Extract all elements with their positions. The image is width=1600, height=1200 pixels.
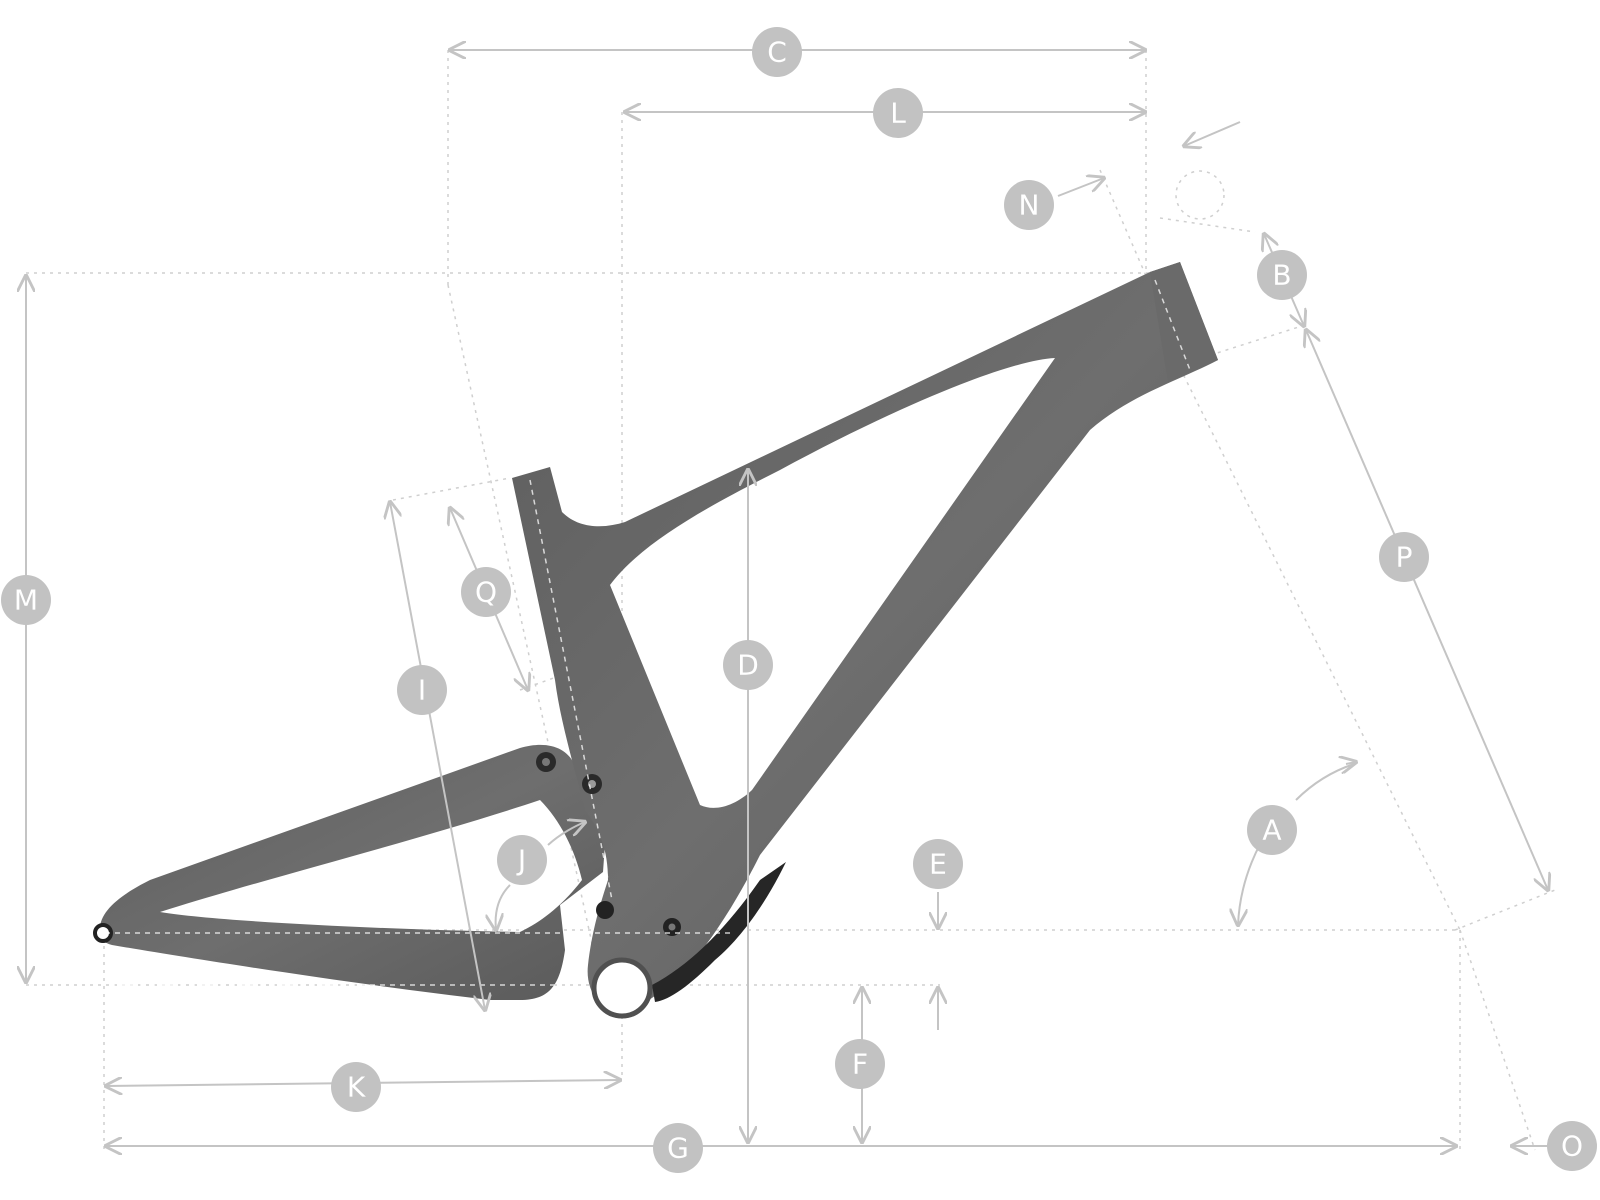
pivot-lower (596, 901, 614, 919)
badge-b-label: B (1272, 259, 1291, 292)
badge-g-label: G (667, 1132, 689, 1165)
badge-n: N (1004, 180, 1054, 230)
badge-j-label: J (516, 844, 526, 877)
badge-i: I (397, 665, 447, 715)
pivot-main-bolt (668, 923, 676, 931)
head-tube (1150, 262, 1218, 382)
badge-b: B (1257, 250, 1307, 300)
dimension-lines (26, 50, 1548, 1146)
badge-o-label: O (1561, 1130, 1583, 1163)
badge-f-label: F (852, 1048, 868, 1081)
badge-e-label: E (929, 848, 947, 881)
dim-i (390, 502, 485, 1010)
dim-j (496, 822, 585, 930)
pivot-upper-bolt (542, 758, 550, 766)
dim-n (1057, 178, 1104, 197)
rear-axle (93, 923, 113, 943)
badge-d-label: D (737, 649, 759, 682)
badge-a-label: A (1262, 814, 1281, 847)
badge-l-label: L (890, 97, 906, 130)
badge-f: F (835, 1039, 885, 1089)
badge-m-label: M (14, 584, 38, 617)
badge-q-label: Q (475, 576, 497, 609)
front-triangle (512, 262, 1218, 1012)
badge-i-label: I (418, 674, 426, 707)
badge-k-label: K (347, 1071, 366, 1104)
dim-p (1306, 330, 1548, 890)
badge-j: J (497, 835, 547, 885)
badge-p-label: P (1396, 541, 1413, 574)
badge-n-label: N (1019, 189, 1040, 222)
bike-frame (93, 262, 1218, 1019)
badge-a: A (1247, 805, 1297, 855)
badge-k: K (331, 1062, 381, 1112)
badge-p: P (1379, 532, 1429, 582)
badge-d: D (723, 640, 773, 690)
bottom-bracket (591, 957, 653, 1019)
dim-a-tip (1346, 762, 1356, 764)
badge-m: M (1, 575, 51, 625)
badge-e: E (913, 839, 963, 889)
badge-c-label: C (767, 36, 787, 69)
badge-o: O (1547, 1121, 1597, 1171)
guide-lines (26, 50, 1556, 1151)
badge-c: C (752, 27, 802, 77)
badge-g: G (653, 1123, 703, 1173)
badge-q: Q (461, 567, 511, 617)
dim-n-pointer (1184, 121, 1241, 146)
badge-l: L (873, 88, 923, 138)
